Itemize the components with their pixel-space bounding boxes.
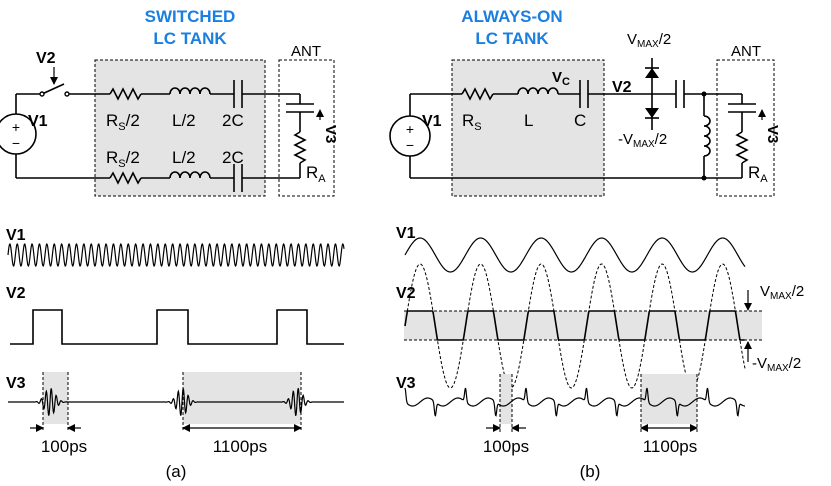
wave-v1-b <box>404 237 746 273</box>
switch-blade <box>41 83 65 95</box>
antenna-label-a: ANT <box>291 43 321 60</box>
svg-text:VMAX/2: VMAX/2 <box>627 31 671 50</box>
inductor-l-half-top <box>169 87 211 95</box>
caption-b: (b) <box>580 462 601 481</box>
v1-label-a: V1 <box>28 113 48 130</box>
l-half-bottom-label: L/2 <box>172 148 196 167</box>
rs-half-top-label: R <box>106 111 118 130</box>
vc-label-b: V <box>552 69 562 86</box>
shunt-inductor-b <box>703 115 711 157</box>
svg-text:VMAX/2: VMAX/2 <box>760 283 804 302</box>
diode-top <box>645 68 659 78</box>
svg-text:RA: RA <box>748 163 768 185</box>
ra-label-b: R <box>748 163 760 182</box>
v3-shade-long-a <box>183 372 301 424</box>
diode-bottom <box>645 108 659 118</box>
inductor-l-b <box>517 87 559 95</box>
l-label-b: L <box>524 111 533 130</box>
rs-half-bottom-label: R <box>106 148 118 167</box>
l-half-top-label: L/2 <box>172 111 196 130</box>
svg-text:-VMAX/2: -VMAX/2 <box>752 355 801 374</box>
inductor-l-half-bottom <box>169 171 211 179</box>
v3-shade-long-b <box>641 374 697 424</box>
svg-text:+: + <box>12 119 20 135</box>
c-label-b: C <box>574 111 586 130</box>
svg-text:RA: RA <box>306 163 326 185</box>
svg-text:RS: RS <box>462 111 482 133</box>
wave-v2-a <box>10 309 344 345</box>
antenna-label-b: ANT <box>731 43 761 60</box>
label-100ps-a: 100ps <box>41 437 87 456</box>
panel-a-waveforms: V1 V2 V3 100ps 1100ps (a) <box>6 227 345 481</box>
wave-v2-label-a: V2 <box>6 285 26 302</box>
panel-a-circuit: SWITCHED LC TANK ANT + − V1 V2 <box>0 7 339 197</box>
v3-shade-short-b <box>500 374 512 424</box>
2c-bottom-label: 2C <box>222 148 244 167</box>
wave-v1-a <box>7 242 345 268</box>
svg-text:RS/2: RS/2 <box>106 111 140 133</box>
antenna-box-b <box>716 59 775 197</box>
panel-b-title-line2: LC TANK <box>475 29 549 48</box>
v3-label-b: V3 <box>764 125 781 143</box>
2c-top-label: 2C <box>222 111 244 130</box>
svg-text:VC: VC <box>552 69 570 88</box>
panel-b-circuit: ALWAYS-ON LC TANK ANT + − V1 <box>389 7 781 197</box>
panel-b-title-line1: ALWAYS-ON <box>461 7 562 26</box>
wave-v3-a <box>8 387 344 417</box>
svg-text:-VMAX/2: -VMAX/2 <box>618 131 667 150</box>
wave-v2-clipped-b <box>404 310 745 341</box>
resistor-ra-b <box>735 131 749 164</box>
caption-a: (a) <box>166 462 187 481</box>
rs-label-b: R <box>462 111 474 130</box>
vmax-pos-label-circuit: V <box>627 31 637 48</box>
ra-label-a: R <box>306 163 318 182</box>
wave-v3-b <box>404 387 746 417</box>
svg-text:RS/2: RS/2 <box>106 148 140 170</box>
svg-text:−: − <box>12 135 20 151</box>
vmax-neg-label-circuit: -V <box>618 131 633 148</box>
v1-source-b <box>389 115 431 157</box>
always-on-tank-box <box>452 60 604 196</box>
panel-a-title-line2: LC TANK <box>153 29 227 48</box>
label-1100ps-a: 1100ps <box>213 437 268 456</box>
panel-b-waveforms: V1 V2 VMAX/2 -VMAX/2 V3 100ps 1100ps (b) <box>396 225 804 481</box>
v2-label-b: V2 <box>612 79 632 96</box>
antenna-box-a <box>278 59 335 197</box>
label-100ps-b: 100ps <box>483 437 529 456</box>
label-1100ps-b: 1100ps <box>643 437 698 456</box>
svg-text:−: − <box>406 137 414 153</box>
v2-label-a: V2 <box>36 50 56 67</box>
panel-a-title-line1: SWITCHED <box>145 7 236 26</box>
resistor-ra-a <box>293 131 307 164</box>
wave-v2-label-b: V2 <box>396 285 416 302</box>
resistor-rs-half-bottom <box>109 171 142 185</box>
wave-v1-label-a: V1 <box>6 227 26 244</box>
resistor-rs-b <box>461 87 494 101</box>
wave-v3-label-a: V3 <box>6 375 26 392</box>
v3-label-a: V3 <box>322 125 339 143</box>
vmax-neg-label-wave: -V <box>752 355 767 372</box>
svg-text:+: + <box>406 121 414 137</box>
v1-source-a <box>0 113 37 155</box>
resistor-rs-half-top <box>109 87 142 101</box>
wave-v3-label-b: V3 <box>396 375 416 392</box>
vmax-pos-label-wave: V <box>760 283 770 300</box>
v1-label-b: V1 <box>422 113 442 130</box>
wave-v1-label-b: V1 <box>396 225 416 242</box>
